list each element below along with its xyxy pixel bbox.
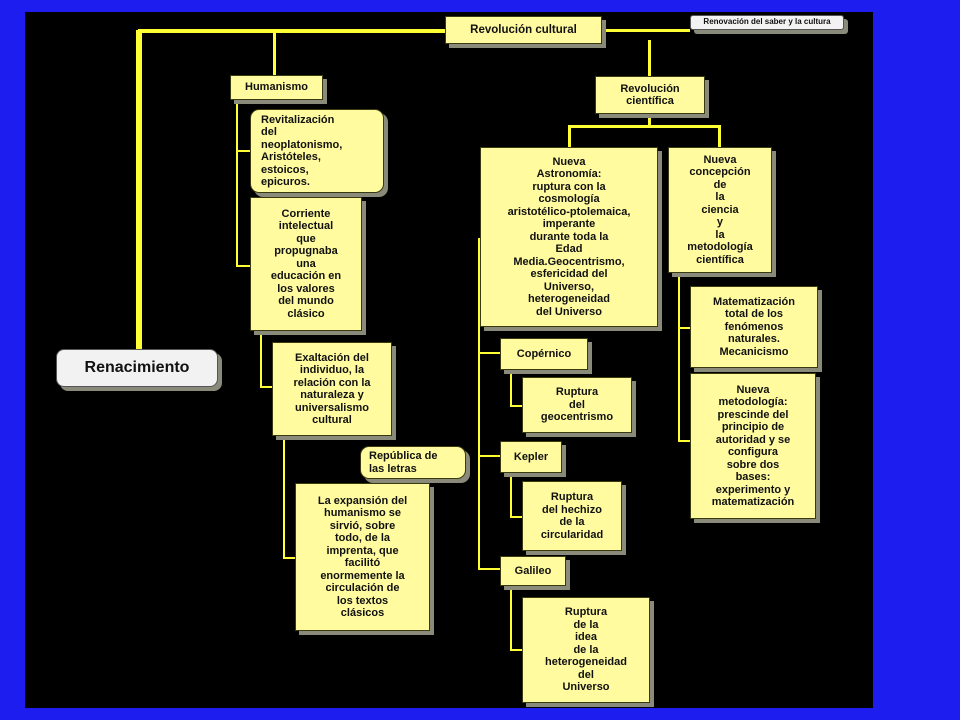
node-kepler: Kepler	[500, 441, 562, 473]
connector-revitalizacion-tick	[236, 150, 250, 152]
connector-exaltacion-tick	[260, 386, 272, 388]
connector-concepcion-rail	[678, 270, 680, 442]
connector-root-right	[600, 29, 690, 32]
connector-fork-right	[718, 125, 721, 147]
node-nueva-astronomia: Nueva Astronomía: ruptura con la cosmolo…	[480, 147, 658, 327]
node-matematizacion: Matematización total de los fenómenos na…	[690, 286, 818, 368]
node-nueva-concepcion: Nueva concepción de la ciencia y la meto…	[668, 147, 772, 273]
connector-heterogeneidad-tick	[510, 649, 522, 651]
node-republica-letras: República de las letras	[360, 446, 466, 479]
connector-trunk-renacimiento	[136, 30, 142, 352]
node-exaltacion-individuo: Exaltación del individuo, la relación co…	[272, 342, 392, 436]
connector-copernico-sub	[510, 370, 512, 406]
connector-humanismo-vertical	[273, 31, 276, 75]
node-ruptura-geocentrismo: Ruptura del geocentrismo	[522, 377, 632, 433]
connector-metodologia-tick	[678, 440, 690, 442]
connector-matematizacion-tick	[678, 327, 690, 329]
connector-humanismo-rail	[236, 98, 238, 266]
node-revolucion-cientifica: Revolución científica	[595, 76, 705, 114]
connector-copernico-tick	[478, 352, 500, 354]
node-galileo: Galileo	[500, 556, 566, 586]
connector-kepler-tick	[478, 455, 500, 457]
node-revolucion-cultural: Revolución cultural	[445, 16, 602, 44]
connector-expansion-tick	[283, 557, 295, 559]
connector-galileo-tick	[478, 568, 500, 570]
connector-geocentrismo-tick	[510, 405, 522, 407]
connector-cientifica-vertical	[648, 40, 651, 76]
connector-cientifica-stem	[648, 112, 651, 127]
node-renovacion-saber: Renovación del saber y la cultura	[690, 15, 844, 30]
connector-astronomia-rail	[478, 238, 480, 569]
connector-kepler-sub	[510, 473, 512, 517]
connector-fork-bar	[568, 125, 720, 128]
connector-fork-left	[568, 125, 571, 147]
node-expansion-humanismo: La expansión del humanismo se sirvió, so…	[295, 483, 430, 631]
node-nueva-metodologia: Nueva metodología: prescinde del princip…	[690, 373, 816, 519]
connector-top-bar	[138, 29, 448, 33]
node-revitalizacion: Revitalización del neoplatonismo, Aristó…	[250, 109, 384, 193]
node-humanismo: Humanismo	[230, 75, 323, 100]
node-renacimiento: Renacimiento	[56, 349, 218, 387]
node-corriente-intelectual: Corriente intelectual que propugnaba una…	[250, 197, 362, 331]
connector-expansion-rail	[283, 434, 285, 558]
connector-corriente-tick	[236, 265, 250, 267]
node-ruptura-circularidad: Ruptura del hechizo de la circularidad	[522, 481, 622, 551]
node-copernico: Copérnico	[500, 338, 588, 370]
connector-circularidad-tick	[510, 516, 522, 518]
node-ruptura-heterogeneidad: Ruptura de la idea de la heterogeneidad …	[522, 597, 650, 703]
connector-galileo-sub	[510, 586, 512, 650]
